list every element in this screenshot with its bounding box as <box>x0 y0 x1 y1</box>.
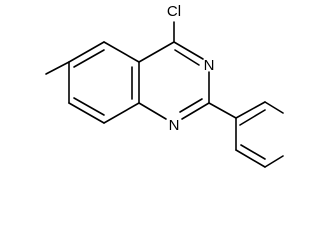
bond-methyl <box>45 61 70 75</box>
structure-diagram: Cl N N <box>45 3 284 168</box>
molecule-canvas: Cl N N <box>45 3 284 168</box>
phenyl-ring <box>208 101 284 168</box>
atom-label-chlorine: Cl <box>167 3 181 20</box>
bond-n1-c8a <box>138 102 167 120</box>
bond-c2-n1-inner <box>179 98 203 113</box>
bond-c6-c5-inner <box>73 49 105 68</box>
bond-c6-c5 <box>68 41 105 63</box>
bond-c2-n1 <box>181 102 210 120</box>
bond-c8-c7-inner <box>73 97 105 116</box>
bond-c4-n3 <box>173 41 204 60</box>
bond-c8a-c8 <box>103 102 140 124</box>
bond-c4a-c4 <box>138 41 175 63</box>
atom-label-nitrogen-3: N <box>204 57 215 74</box>
bond-c8-c7 <box>68 102 105 124</box>
bond-c5-c4a <box>103 41 140 63</box>
atom-label-nitrogen-1: N <box>169 117 180 134</box>
bond-c4-n3-inner <box>174 49 200 66</box>
